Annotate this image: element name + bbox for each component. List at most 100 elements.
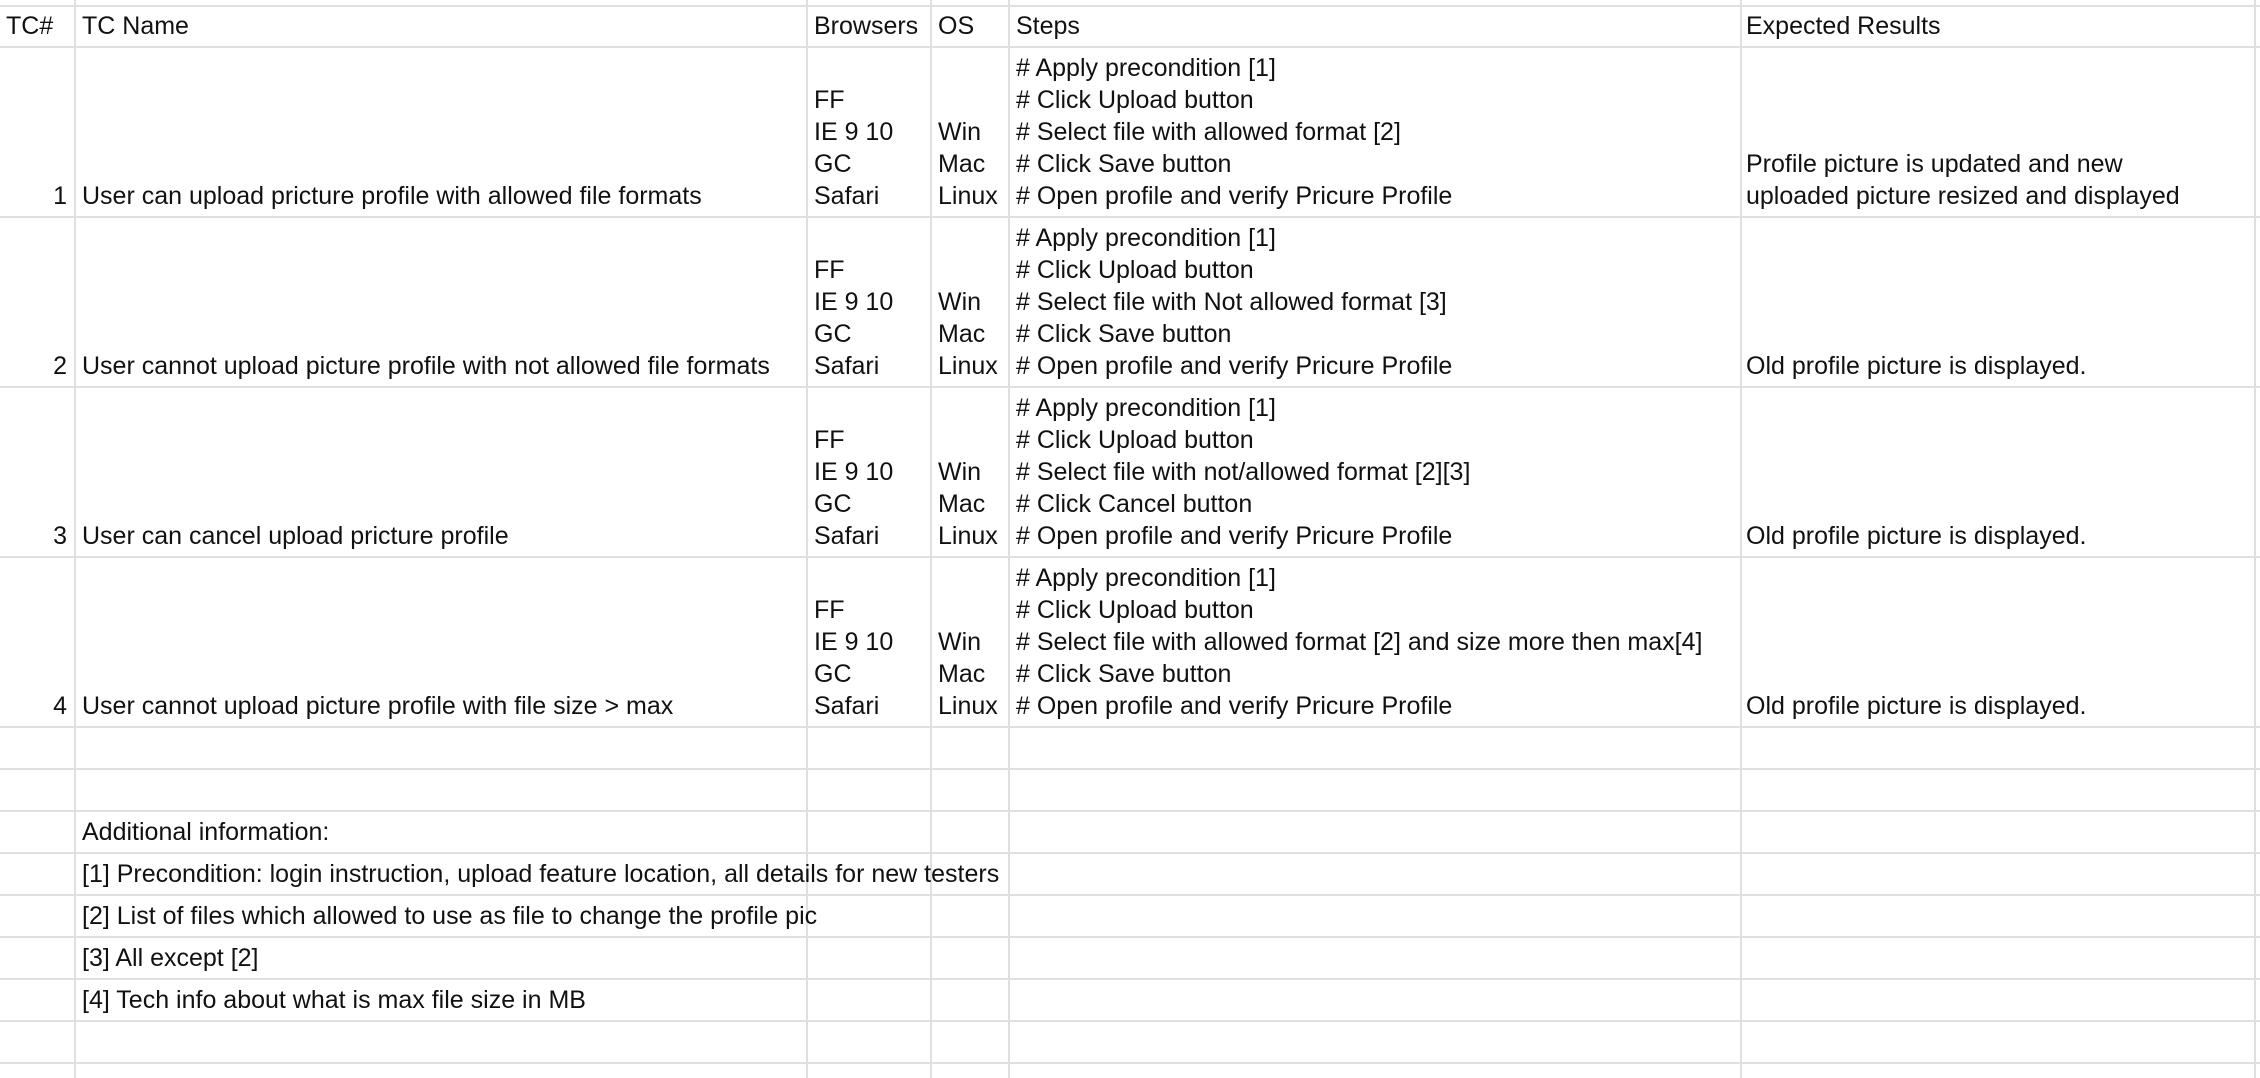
os-line: Linux: [938, 692, 998, 720]
step-line: # Select file with allowed format [2] an…: [1016, 628, 1703, 656]
row-gridline: [0, 936, 2260, 938]
column-gridline: [1740, 0, 1742, 1078]
note-cell[interactable]: [4] Tech info about what is max file siz…: [82, 986, 586, 1014]
os-cell[interactable]: Win Mac Linux: [938, 52, 1008, 212]
browser-line: GC: [814, 320, 852, 348]
header-tc-name[interactable]: TC Name: [82, 12, 189, 40]
step-line: # Select file with allowed format [2]: [1016, 118, 1401, 146]
column-gridline: [930, 0, 932, 1078]
browser-line: Safari: [814, 352, 880, 380]
os-line: Mac: [938, 660, 986, 688]
tc-name-cell[interactable]: User cannot upload picture profile with …: [82, 352, 770, 380]
column-gridline: [806, 0, 808, 1078]
os-cell[interactable]: Win Mac Linux: [938, 562, 1008, 722]
os-line: Linux: [938, 352, 998, 380]
step-line: # Apply precondition [1]: [1016, 394, 1276, 422]
step-line: # Click Upload button: [1016, 256, 1254, 284]
row-gridline: [0, 216, 2260, 218]
expected-line: Old profile picture is displayed.: [1746, 352, 2087, 380]
os-line: Win: [938, 628, 982, 656]
expected-line: Profile picture is updated and new: [1746, 150, 2123, 178]
header-os[interactable]: OS: [938, 12, 975, 40]
row-gridline: [0, 556, 2260, 558]
tc-number-cell[interactable]: 2: [53, 352, 67, 380]
header-tc-number[interactable]: TC#: [6, 12, 54, 40]
browser-line: GC: [814, 660, 852, 688]
note-cell[interactable]: [3] All except [2]: [82, 944, 259, 972]
os-line: Win: [938, 288, 982, 316]
row-gridline: [0, 768, 2260, 770]
row-gridline: [0, 5, 2260, 7]
steps-cell[interactable]: # Apply precondition [1] # Click Upload …: [1016, 52, 1740, 212]
step-line: # Click Upload button: [1016, 596, 1254, 624]
os-cell[interactable]: Win Mac Linux: [938, 392, 1008, 552]
steps-cell[interactable]: # Apply precondition [1] # Click Upload …: [1016, 562, 1740, 722]
header-steps[interactable]: Steps: [1016, 12, 1080, 40]
steps-cell[interactable]: # Apply precondition [1] # Click Upload …: [1016, 222, 1740, 382]
os-line: Win: [938, 118, 982, 146]
header-expected-results[interactable]: Expected Results: [1746, 12, 1941, 40]
note-cell[interactable]: [2] List of files which allowed to use a…: [82, 902, 818, 930]
os-cell[interactable]: Win Mac Linux: [938, 222, 1008, 382]
os-line: Mac: [938, 490, 986, 518]
tc-name-cell[interactable]: User cannot upload picture profile with …: [82, 692, 674, 720]
browser-line: IE 9 10: [814, 458, 894, 486]
steps-cell[interactable]: # Apply precondition [1] # Click Upload …: [1016, 392, 1740, 552]
os-line: Win: [938, 458, 982, 486]
step-line: # Apply precondition [1]: [1016, 54, 1276, 82]
expected-results-cell[interactable]: Old profile picture is displayed.: [1746, 562, 2246, 722]
tc-number-cell[interactable]: 4: [53, 692, 67, 720]
row-gridline: [0, 386, 2260, 388]
row-gridline: [0, 726, 2260, 728]
row-gridline: [0, 1062, 2260, 1064]
step-line: # Apply precondition [1]: [1016, 564, 1276, 592]
note-cell[interactable]: [1] Precondition: login instruction, upl…: [82, 860, 1000, 888]
browser-line: IE 9 10: [814, 288, 894, 316]
tc-name-cell[interactable]: User can cancel upload pricture profile: [82, 522, 509, 550]
step-line: # Open profile and verify Pricure Profil…: [1016, 352, 1453, 380]
column-gridline: [2254, 0, 2256, 1078]
browser-line: IE 9 10: [814, 628, 894, 656]
row-gridline: [0, 852, 2260, 854]
browsers-cell[interactable]: FF IE 9 10 GC Safari: [814, 392, 934, 552]
expected-results-cell[interactable]: Profile picture is updated and new uploa…: [1746, 52, 2246, 212]
step-line: # Click Upload button: [1016, 86, 1254, 114]
browsers-cell[interactable]: FF IE 9 10 GC Safari: [814, 222, 934, 382]
step-line: # Open profile and verify Pricure Profil…: [1016, 182, 1453, 210]
browser-line: GC: [814, 150, 852, 178]
browser-line: GC: [814, 490, 852, 518]
step-line: # Click Save button: [1016, 150, 1232, 178]
column-gridline: [74, 0, 76, 1078]
notes-title-cell[interactable]: Additional information:: [82, 818, 330, 846]
browser-line: FF: [814, 596, 845, 624]
step-line: # Select file with Not allowed format [3…: [1016, 288, 1447, 316]
tc-name-cell[interactable]: User can upload pricture profile with al…: [82, 182, 702, 210]
step-line: # Click Save button: [1016, 660, 1232, 688]
header-browsers[interactable]: Browsers: [814, 12, 919, 40]
browser-line: FF: [814, 256, 845, 284]
row-gridline: [0, 810, 2260, 812]
expected-results-cell[interactable]: Old profile picture is displayed.: [1746, 392, 2246, 552]
tc-number-cell[interactable]: 1: [53, 182, 67, 210]
expected-line: uploaded picture resized and displayed: [1746, 182, 2180, 210]
browser-line: FF: [814, 426, 845, 454]
browser-line: Safari: [814, 522, 880, 550]
browsers-cell[interactable]: FF IE 9 10 GC Safari: [814, 52, 934, 212]
browsers-cell[interactable]: FF IE 9 10 GC Safari: [814, 562, 934, 722]
expected-results-cell[interactable]: Old profile picture is displayed.: [1746, 222, 2246, 382]
expected-line: Old profile picture is displayed.: [1746, 692, 2087, 720]
step-line: # Click Upload button: [1016, 426, 1254, 454]
browser-line: Safari: [814, 182, 880, 210]
step-line: # Open profile and verify Pricure Profil…: [1016, 522, 1453, 550]
browser-line: IE 9 10: [814, 118, 894, 146]
row-gridline: [0, 46, 2260, 48]
os-line: Mac: [938, 150, 986, 178]
row-gridline: [0, 894, 2260, 896]
expected-line: Old profile picture is displayed.: [1746, 522, 2087, 550]
step-line: # Apply precondition [1]: [1016, 224, 1276, 252]
step-line: # Select file with not/allowed format [2…: [1016, 458, 1471, 486]
os-line: Linux: [938, 182, 998, 210]
tc-number-cell[interactable]: 3: [53, 522, 67, 550]
step-line: # Open profile and verify Pricure Profil…: [1016, 692, 1453, 720]
